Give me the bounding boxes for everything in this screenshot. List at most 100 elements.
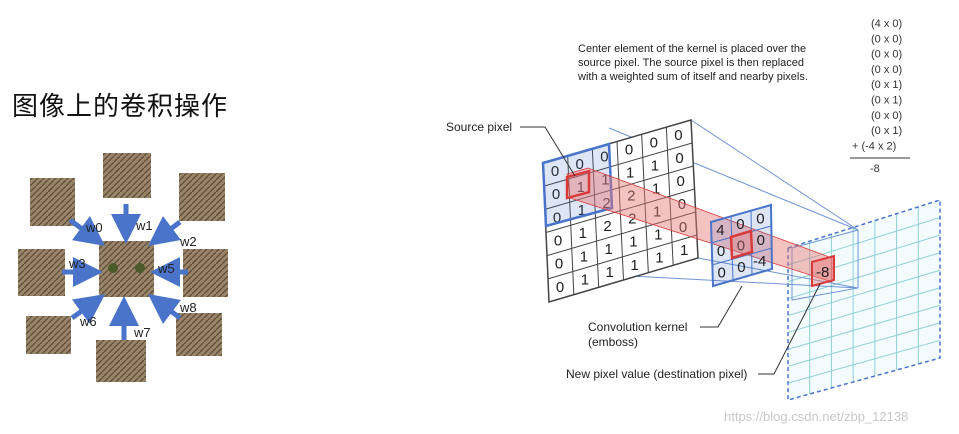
patch-center — [99, 241, 154, 297]
arrow-w0 — [68, 216, 106, 246]
kernel-cell: 4 — [716, 222, 724, 239]
leader-source-pixel — [520, 126, 576, 177]
source-cell: 1 — [653, 203, 661, 220]
source-cell: 0 — [554, 232, 562, 249]
sum-term: (0 x 1) — [871, 125, 902, 137]
weight-label-w6: w6 — [79, 314, 97, 329]
source-cell: 0 — [552, 186, 560, 203]
kernel-cell: -4 — [753, 253, 766, 270]
weight-label-w3: w3 — [68, 256, 86, 271]
source-grid: 000000011110012210012210011110011111 — [541, 119, 699, 303]
source-window-highlight — [541, 142, 614, 228]
weight-label-w0: w0 — [85, 220, 103, 235]
source-cell: 0 — [675, 150, 683, 167]
arrow-w8 — [148, 294, 182, 324]
source-cell: 0 — [677, 173, 685, 190]
source-grid-cells: 000000011110012210012210011110011111 — [551, 127, 689, 296]
label-kernel-sub: (emboss) — [588, 335, 638, 349]
source-cell: 1 — [629, 234, 637, 251]
source-cell: 0 — [553, 209, 561, 226]
label-source-pixel: Source pixel — [446, 120, 512, 134]
patch-w8 — [176, 313, 222, 356]
convolution-kernel: 40000000-4 — [709, 203, 774, 288]
description-line-1: Center element of the kernel is placed o… — [578, 43, 806, 55]
kernel-cell: 0 — [737, 238, 745, 255]
patch-w2 — [179, 173, 225, 221]
source-cell: 2 — [602, 195, 610, 212]
destination-pixel — [811, 254, 835, 288]
source-cell: 1 — [630, 257, 638, 274]
leader-new-pixel — [758, 283, 821, 375]
destination-grid — [787, 198, 941, 401]
sum-term: (0 x 0) — [871, 110, 902, 122]
source-cell: 0 — [679, 219, 687, 236]
source-cell: 0 — [556, 279, 564, 296]
patch-w0 — [30, 178, 75, 226]
sum-term: (0 x 0) — [871, 49, 902, 61]
source-cell: 0 — [551, 163, 559, 180]
source-cell: 0 — [600, 149, 608, 166]
source-cell: 1 — [651, 157, 659, 174]
source-cell: 1 — [581, 271, 589, 288]
weight-label-w2: w2 — [179, 234, 197, 249]
weight-label-w7: w7 — [133, 325, 151, 340]
patch-w3 — [18, 249, 65, 296]
source-cell: 0 — [576, 156, 584, 173]
source-cell: 0 — [625, 141, 633, 158]
sum-term: (0 x 0) — [871, 64, 902, 76]
eye-right — [135, 263, 145, 273]
source-cell: 1 — [626, 165, 634, 182]
leader-kernel — [700, 285, 743, 328]
sum-term: (0 x 0) — [871, 33, 902, 45]
kernel-cells: 40000000-4 — [716, 211, 766, 282]
source-cell: 1 — [580, 248, 588, 265]
kernel-cell: 0 — [737, 259, 745, 276]
source-cell: 1 — [604, 241, 612, 258]
source-cell: 1 — [652, 180, 660, 197]
kernel-cell: 0 — [756, 211, 764, 228]
page-title: 图像上的卷积操作 — [12, 92, 229, 122]
arrow-w2 — [148, 216, 182, 246]
source-cell: 2 — [628, 211, 636, 228]
patch-w7 — [96, 340, 146, 382]
source-cell: 1 — [578, 202, 586, 219]
source-cell: 1 — [655, 249, 663, 266]
description-line-3: with a weighted sum of itself and nearby… — [577, 71, 808, 83]
kernel-cell: 0 — [736, 216, 744, 233]
source-pixel-highlight — [565, 169, 591, 200]
source-cell: 1 — [579, 225, 587, 242]
patch-w6 — [26, 316, 71, 354]
kernel-cell: 0 — [718, 265, 726, 282]
sum-term: (4 x 0) — [871, 18, 902, 30]
source-cell: 1 — [654, 226, 662, 243]
source-cell: 0 — [650, 134, 658, 151]
sum-result: -8 — [870, 163, 880, 175]
source-cell: 1 — [601, 172, 609, 189]
weight-label-w1: w1 — [135, 218, 153, 233]
sum-term: (0 x 1) — [871, 95, 902, 107]
patch-w5 — [183, 249, 228, 297]
convolution-beam — [566, 167, 833, 283]
eye-left — [108, 263, 118, 273]
kernel-cell: 0 — [757, 232, 765, 249]
label-new-pixel: New pixel value (destination pixel) — [566, 367, 747, 381]
sum-term: (0 x 1) — [871, 79, 902, 91]
cat-diagram: w0 w1 w2 w3 w5 w6 w7 w8 — [18, 153, 228, 382]
source-cell: 1 — [577, 179, 585, 196]
source-cell: 0 — [555, 256, 563, 273]
source-cell: 2 — [603, 218, 611, 235]
arrow-w6 — [70, 294, 106, 324]
patch-w1 — [103, 153, 151, 198]
source-cell: 0 — [674, 127, 682, 144]
label-kernel: Convolution kernel — [588, 320, 687, 334]
kernel-cell: 0 — [717, 243, 725, 260]
weight-label-w8: w8 — [179, 300, 197, 315]
destination-value: -8 — [816, 264, 829, 281]
source-cell: 2 — [627, 188, 635, 205]
source-cell: 0 — [678, 196, 686, 213]
source-cell: 1 — [680, 242, 688, 259]
kernel-center-highlight — [729, 229, 754, 260]
description-line-2: source pixel. The source pixel is then r… — [578, 57, 804, 69]
weight-label-w5: w5 — [157, 261, 175, 276]
